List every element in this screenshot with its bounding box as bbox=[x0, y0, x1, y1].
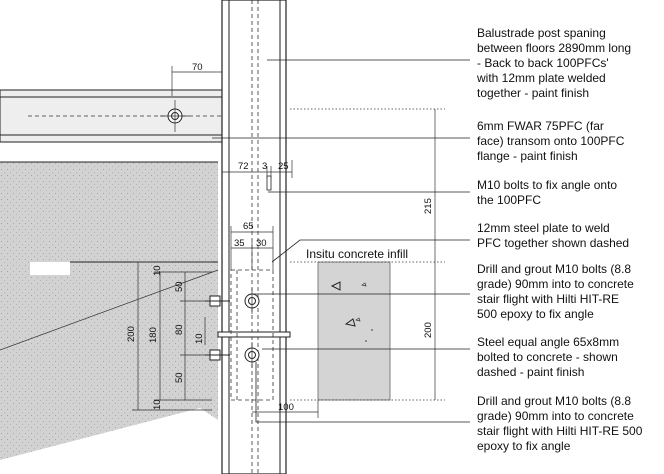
concrete-infill bbox=[317, 261, 391, 401]
svg-text:between floors 2890mm long: between floors 2890mm long bbox=[477, 41, 631, 55]
svg-text:Steel equal angle 65x8mm: Steel equal angle 65x8mm bbox=[477, 335, 619, 349]
dim-30: 30 bbox=[256, 238, 267, 249]
dim-200-left: 200 bbox=[126, 326, 137, 342]
svg-text:Drill and grout M10 bolts (8.8: Drill and grout M10 bolts (8.8 bbox=[477, 394, 631, 408]
svg-text:face) transom onto 100PFC: face) transom onto 100PFC bbox=[477, 134, 625, 148]
note-transom: 6mm FWAR 75PFC (far face) transom onto 1… bbox=[477, 119, 625, 163]
dim-215: 215 bbox=[423, 198, 434, 214]
svg-text:- Back to back 100PFCs': - Back to back 100PFCs' bbox=[477, 56, 609, 70]
svg-text:the 100PFC: the 100PFC bbox=[477, 193, 541, 207]
balustrade-post bbox=[221, 0, 287, 474]
note-steel-plate: 12mm steel plate to weld PFC together sh… bbox=[477, 221, 629, 250]
note-drill-grout-upper: Drill and grout M10 bolts (8.8 grade) 90… bbox=[477, 262, 634, 321]
note-drill-grout-lower: Drill and grout M10 bolts (8.8 grade) 90… bbox=[477, 394, 643, 453]
svg-text:500 epoxy to fix angle: 500 epoxy to fix angle bbox=[477, 307, 594, 321]
svg-text:stair flight with Hilti HIT-RE: stair flight with Hilti HIT-RE 500 bbox=[477, 424, 643, 438]
angle-bolt-upper bbox=[244, 288, 260, 314]
dim-70: 70 bbox=[192, 62, 203, 73]
svg-text:stair flight with Hilti HIT-RE: stair flight with Hilti HIT-RE bbox=[477, 292, 619, 306]
svg-text:together - paint finish: together - paint finish bbox=[477, 86, 589, 100]
svg-text:PFC together shown dashed: PFC together shown dashed bbox=[477, 236, 629, 250]
transom-bolt bbox=[160, 100, 190, 132]
dim-100: 100 bbox=[278, 402, 294, 413]
note-m10-bolts: M10 bolts to fix angle onto the 100PFC bbox=[477, 178, 617, 207]
dim-35: 35 bbox=[234, 238, 245, 249]
svg-text:flange - paint finish: flange - paint finish bbox=[477, 149, 578, 163]
dim-80: 80 bbox=[174, 324, 185, 335]
svg-text:grade) 90mm into to concrete: grade) 90mm into to concrete bbox=[477, 409, 634, 423]
infill-label: Insitu concrete infill bbox=[306, 247, 408, 261]
dim-10-mid: 10 bbox=[194, 333, 205, 344]
svg-text:bolted to concrete - shown: bolted to concrete - shown bbox=[477, 350, 618, 364]
note-equal-angle: Steel equal angle 65x8mm bolted to concr… bbox=[477, 335, 619, 379]
svg-text:M10 bolts to fix angle onto: M10 bolts to fix angle onto bbox=[477, 178, 617, 192]
svg-text:12mm steel plate to weld: 12mm steel plate to weld bbox=[477, 221, 610, 235]
dim-10-bot: 10 bbox=[152, 399, 163, 410]
svg-text:dashed - paint finish: dashed - paint finish bbox=[477, 365, 584, 379]
dim-3: 3 bbox=[262, 161, 267, 172]
dim-200-right: 200 bbox=[423, 322, 434, 338]
svg-text:Balustrade post spaning: Balustrade post spaning bbox=[477, 26, 606, 40]
stair-concrete-flight bbox=[0, 197, 218, 460]
dim-50-bot: 50 bbox=[174, 372, 185, 383]
svg-text:Drill and grout M10 bolts (8.8: Drill and grout M10 bolts (8.8 bbox=[477, 262, 631, 276]
svg-text:grade) 90mm into to concrete: grade) 90mm into to concrete bbox=[477, 277, 634, 291]
dim-65: 65 bbox=[243, 221, 254, 232]
dim-25: 25 bbox=[278, 161, 289, 172]
note-balustrade-post: Balustrade post spaning between floors 2… bbox=[476, 26, 631, 100]
dim-72: 72 bbox=[238, 161, 249, 172]
svg-text:with 12mm plate welded: with 12mm plate welded bbox=[476, 71, 606, 85]
svg-text:epoxy to fix angle: epoxy to fix angle bbox=[477, 439, 571, 453]
svg-text:6mm FWAR 75PFC (far: 6mm FWAR 75PFC (far bbox=[477, 119, 604, 133]
angle-bolt-lower bbox=[244, 342, 260, 368]
dim-50-top: 50 bbox=[174, 281, 185, 292]
dim-180: 180 bbox=[148, 327, 159, 343]
dim-10-top: 10 bbox=[152, 265, 163, 276]
